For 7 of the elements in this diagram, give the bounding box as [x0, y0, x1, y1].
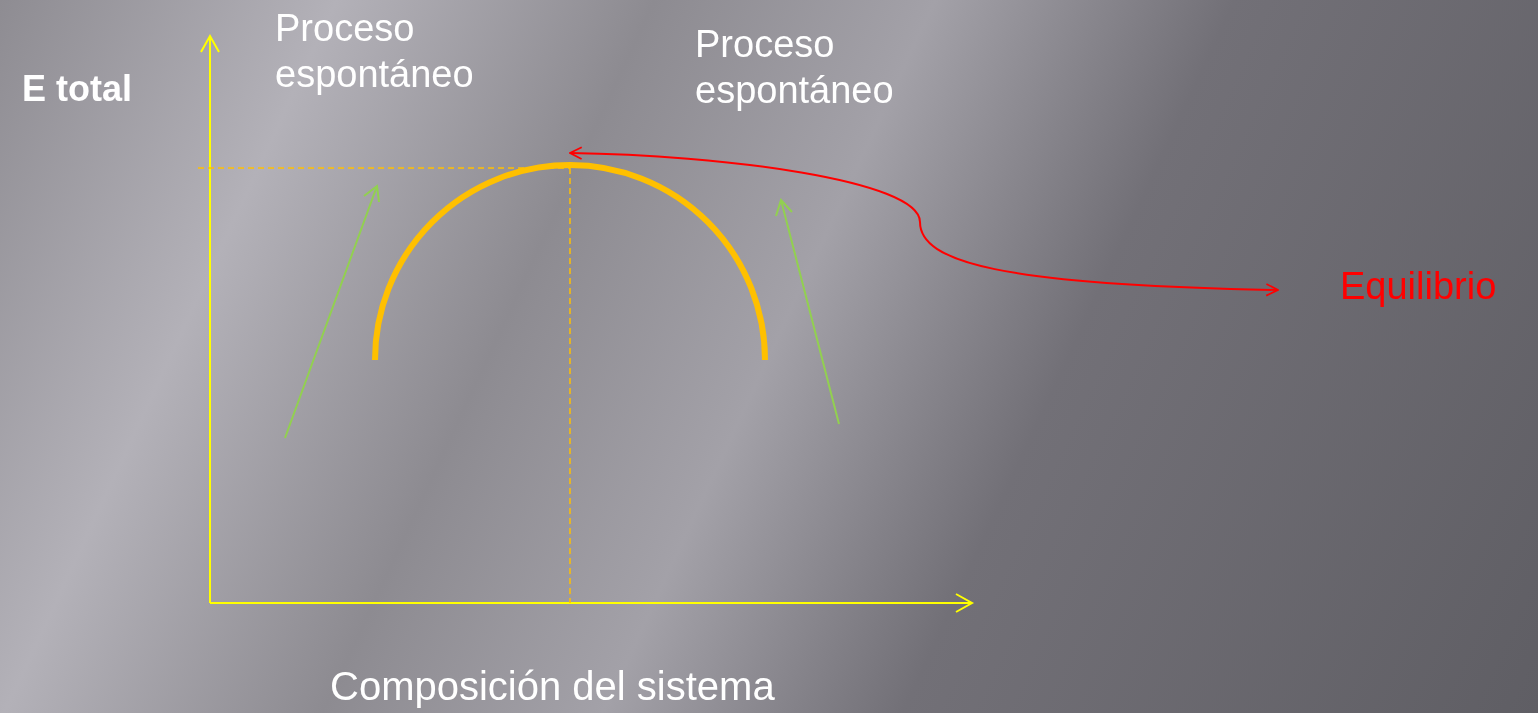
leader-arrow: [569, 146, 1279, 297]
process-label: Equilibrio: [1340, 264, 1535, 310]
process-label: Proceso espontáneo: [695, 22, 955, 114]
arc-curve: [370, 160, 770, 362]
axis-label: Composición del sistema: [330, 664, 775, 709]
axis-label: E total: [22, 68, 132, 110]
process-label: Proceso espontáneo: [275, 6, 535, 98]
